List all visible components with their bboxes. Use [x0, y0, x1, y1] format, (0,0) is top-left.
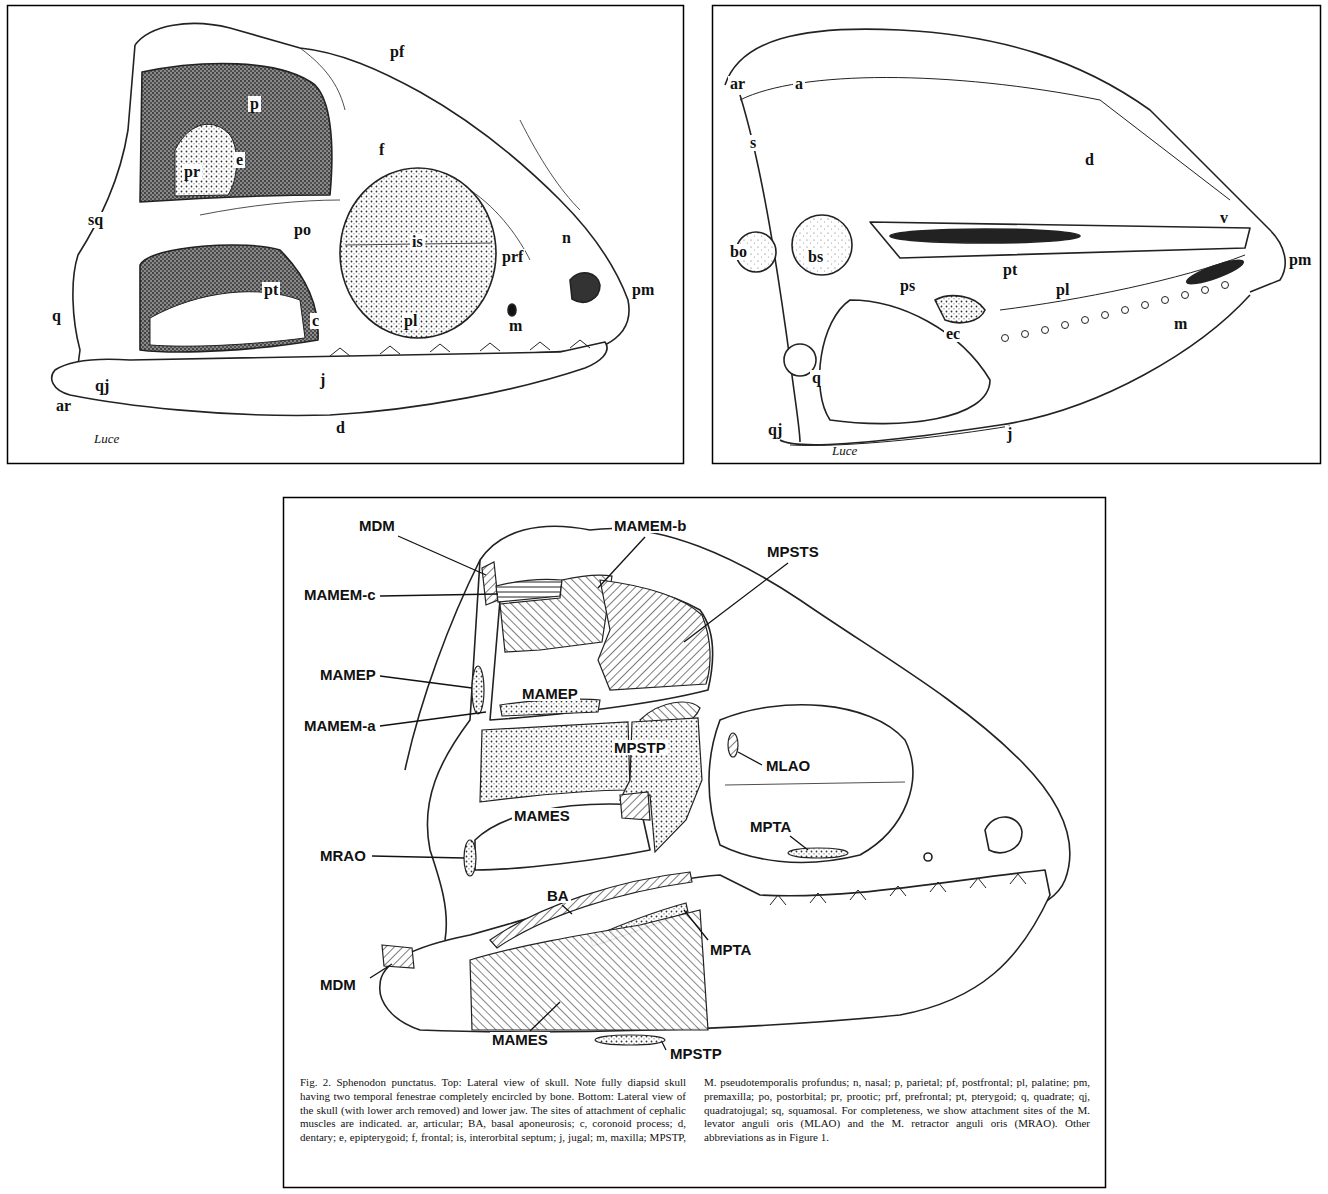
bone-label: n	[560, 230, 573, 246]
bone-label: bs	[806, 249, 825, 265]
muscle-label: BA	[545, 888, 571, 903]
bone-label: pm	[1287, 252, 1313, 268]
muscle-label: MAMEP	[318, 667, 378, 682]
muscle-label: MRAO	[318, 848, 368, 863]
bone-label: pf	[388, 44, 406, 60]
muscle-label: MAMES	[490, 1032, 550, 1047]
bone-label: is	[410, 234, 425, 250]
bone-label: ar	[54, 398, 73, 414]
muscle-label: MAMES	[512, 808, 572, 823]
bone-label: sq	[86, 212, 105, 228]
muscle-label: MAMEM-c	[302, 587, 378, 602]
bone-label: qj	[93, 378, 111, 394]
bone-label: d	[334, 420, 347, 436]
bone-label: m	[507, 318, 524, 334]
bone-label: s	[748, 135, 758, 151]
muscle-label: MPTA	[748, 819, 793, 834]
bone-label: f	[377, 142, 386, 158]
bone-label: v	[1218, 210, 1230, 226]
bone-label: ar	[728, 76, 747, 92]
muscle-label: MAMEM-b	[612, 518, 688, 533]
figure-caption: Fig. 2. Sphenodon punctatus. Top: Latera…	[300, 1076, 1090, 1145]
bone-label: p	[248, 96, 261, 112]
muscle-label: MLAO	[764, 758, 812, 773]
muscle-label: MPSTS	[765, 544, 821, 559]
bone-label: ps	[898, 278, 917, 294]
muscle-label: MPSTP	[612, 740, 668, 755]
muscle-label: MDM	[318, 977, 358, 992]
bone-label: bo	[728, 244, 749, 260]
bone-label: po	[292, 222, 313, 238]
bone-label: qj	[766, 422, 784, 438]
muscle-label: MPTA	[708, 942, 753, 957]
bone-label: pl	[1054, 282, 1071, 298]
bone-label: pt	[1001, 262, 1019, 278]
artist-signature: Luce	[92, 432, 121, 445]
bone-label: ec	[944, 326, 962, 342]
bone-label: prf	[500, 249, 525, 265]
bone-label: c	[310, 313, 321, 329]
bone-label: pr	[182, 164, 202, 180]
bone-label: j	[1005, 426, 1014, 442]
bone-label: d	[1083, 152, 1096, 168]
muscle-label: MDM	[357, 518, 397, 533]
muscle-label: MAMEM-a	[302, 718, 378, 733]
bone-label: pm	[630, 282, 656, 298]
artist-signature: Luce	[830, 444, 859, 457]
bone-label: q	[810, 370, 823, 386]
bone-label: pt	[262, 282, 280, 298]
bone-label: m	[1172, 316, 1189, 332]
bone-label: e	[234, 152, 245, 168]
bone-label: q	[50, 308, 63, 324]
bone-label: j	[318, 372, 327, 388]
bone-label: pl	[402, 313, 419, 329]
muscle-label: MAMEP	[520, 686, 580, 701]
bone-label: a	[793, 76, 805, 92]
muscle-label: MPSTP	[668, 1046, 724, 1061]
